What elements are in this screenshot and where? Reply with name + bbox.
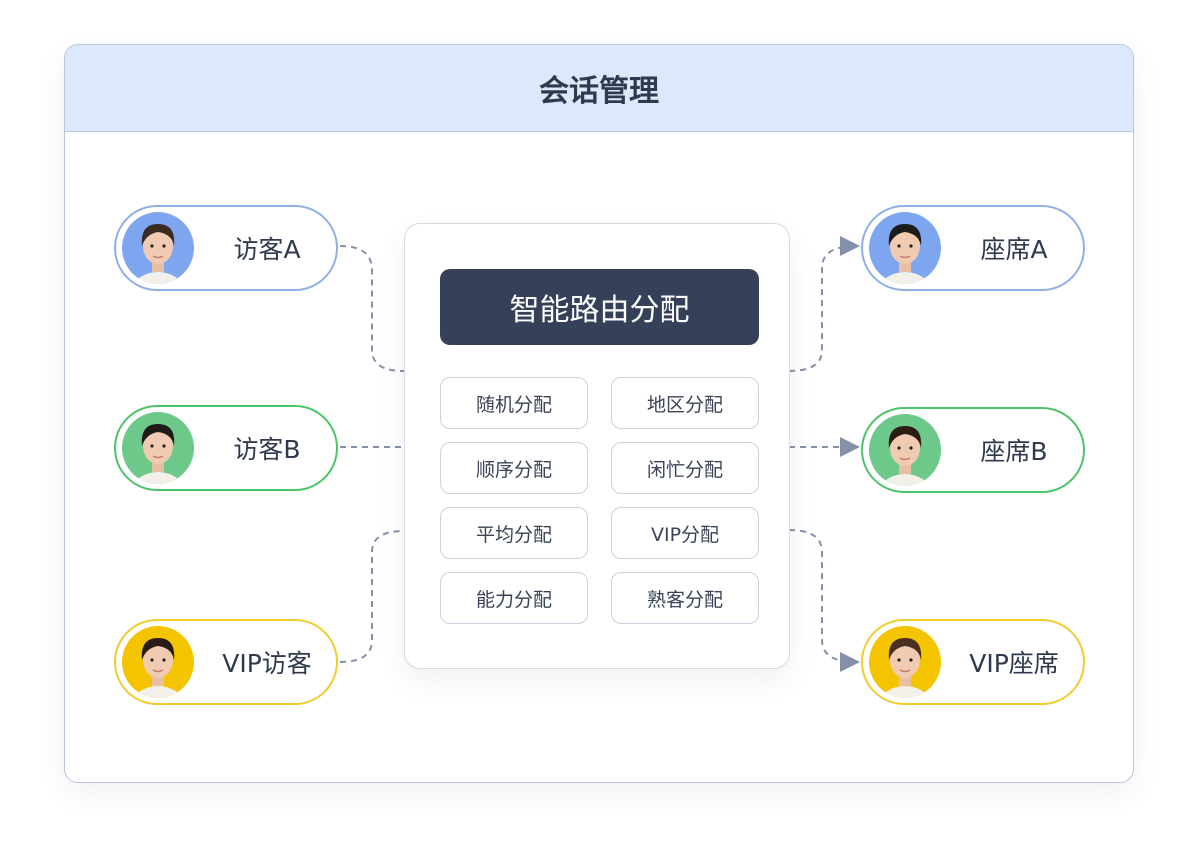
smart-routing-panel: 智能路由分配 随机分配 地区分配 顺序分配 闲忙分配 平均分配 VIP分配 能力…: [404, 223, 790, 669]
connector-visitor-a: [339, 245, 405, 372]
avatar: [122, 626, 194, 698]
strategy-busy-idle[interactable]: 闲忙分配: [611, 442, 759, 494]
connector-visitor-vip: [339, 530, 405, 663]
visitor-b-pill[interactable]: 访客B: [114, 405, 338, 491]
avatar: [122, 212, 194, 284]
pill-label: 座席A: [980, 235, 1048, 264]
avatar: [122, 412, 194, 484]
pill-label: VIP访客: [222, 649, 312, 678]
strategy-random[interactable]: 随机分配: [440, 377, 588, 429]
pill-label: VIP座席: [969, 649, 1059, 678]
strategy-vip[interactable]: VIP分配: [611, 507, 759, 559]
agent-a-pill[interactable]: 座席A: [861, 205, 1085, 291]
pill-label: 访客A: [233, 235, 301, 264]
pill-label: 座席B: [980, 437, 1048, 466]
visitor-a-pill[interactable]: 访客A: [114, 205, 338, 291]
strategy-average[interactable]: 平均分配: [440, 507, 588, 559]
agent-b-pill[interactable]: 座席B: [861, 407, 1085, 493]
avatar: [869, 414, 941, 486]
routing-title: 智能路由分配: [440, 269, 759, 345]
connector-agent-vip: [788, 529, 860, 672]
avatar: [869, 212, 941, 284]
strategy-sequential[interactable]: 顺序分配: [440, 442, 588, 494]
connector-agent-a: [788, 236, 860, 372]
visitor-vip-pill[interactable]: VIP访客: [114, 619, 338, 705]
avatar: [869, 626, 941, 698]
strategy-capability[interactable]: 能力分配: [440, 572, 588, 624]
pill-label: 访客B: [233, 435, 301, 464]
strategy-region[interactable]: 地区分配: [611, 377, 759, 429]
agent-vip-pill[interactable]: VIP座席: [861, 619, 1085, 705]
strategy-returning[interactable]: 熟客分配: [611, 572, 759, 624]
page-title: 会话管理: [65, 45, 1133, 132]
